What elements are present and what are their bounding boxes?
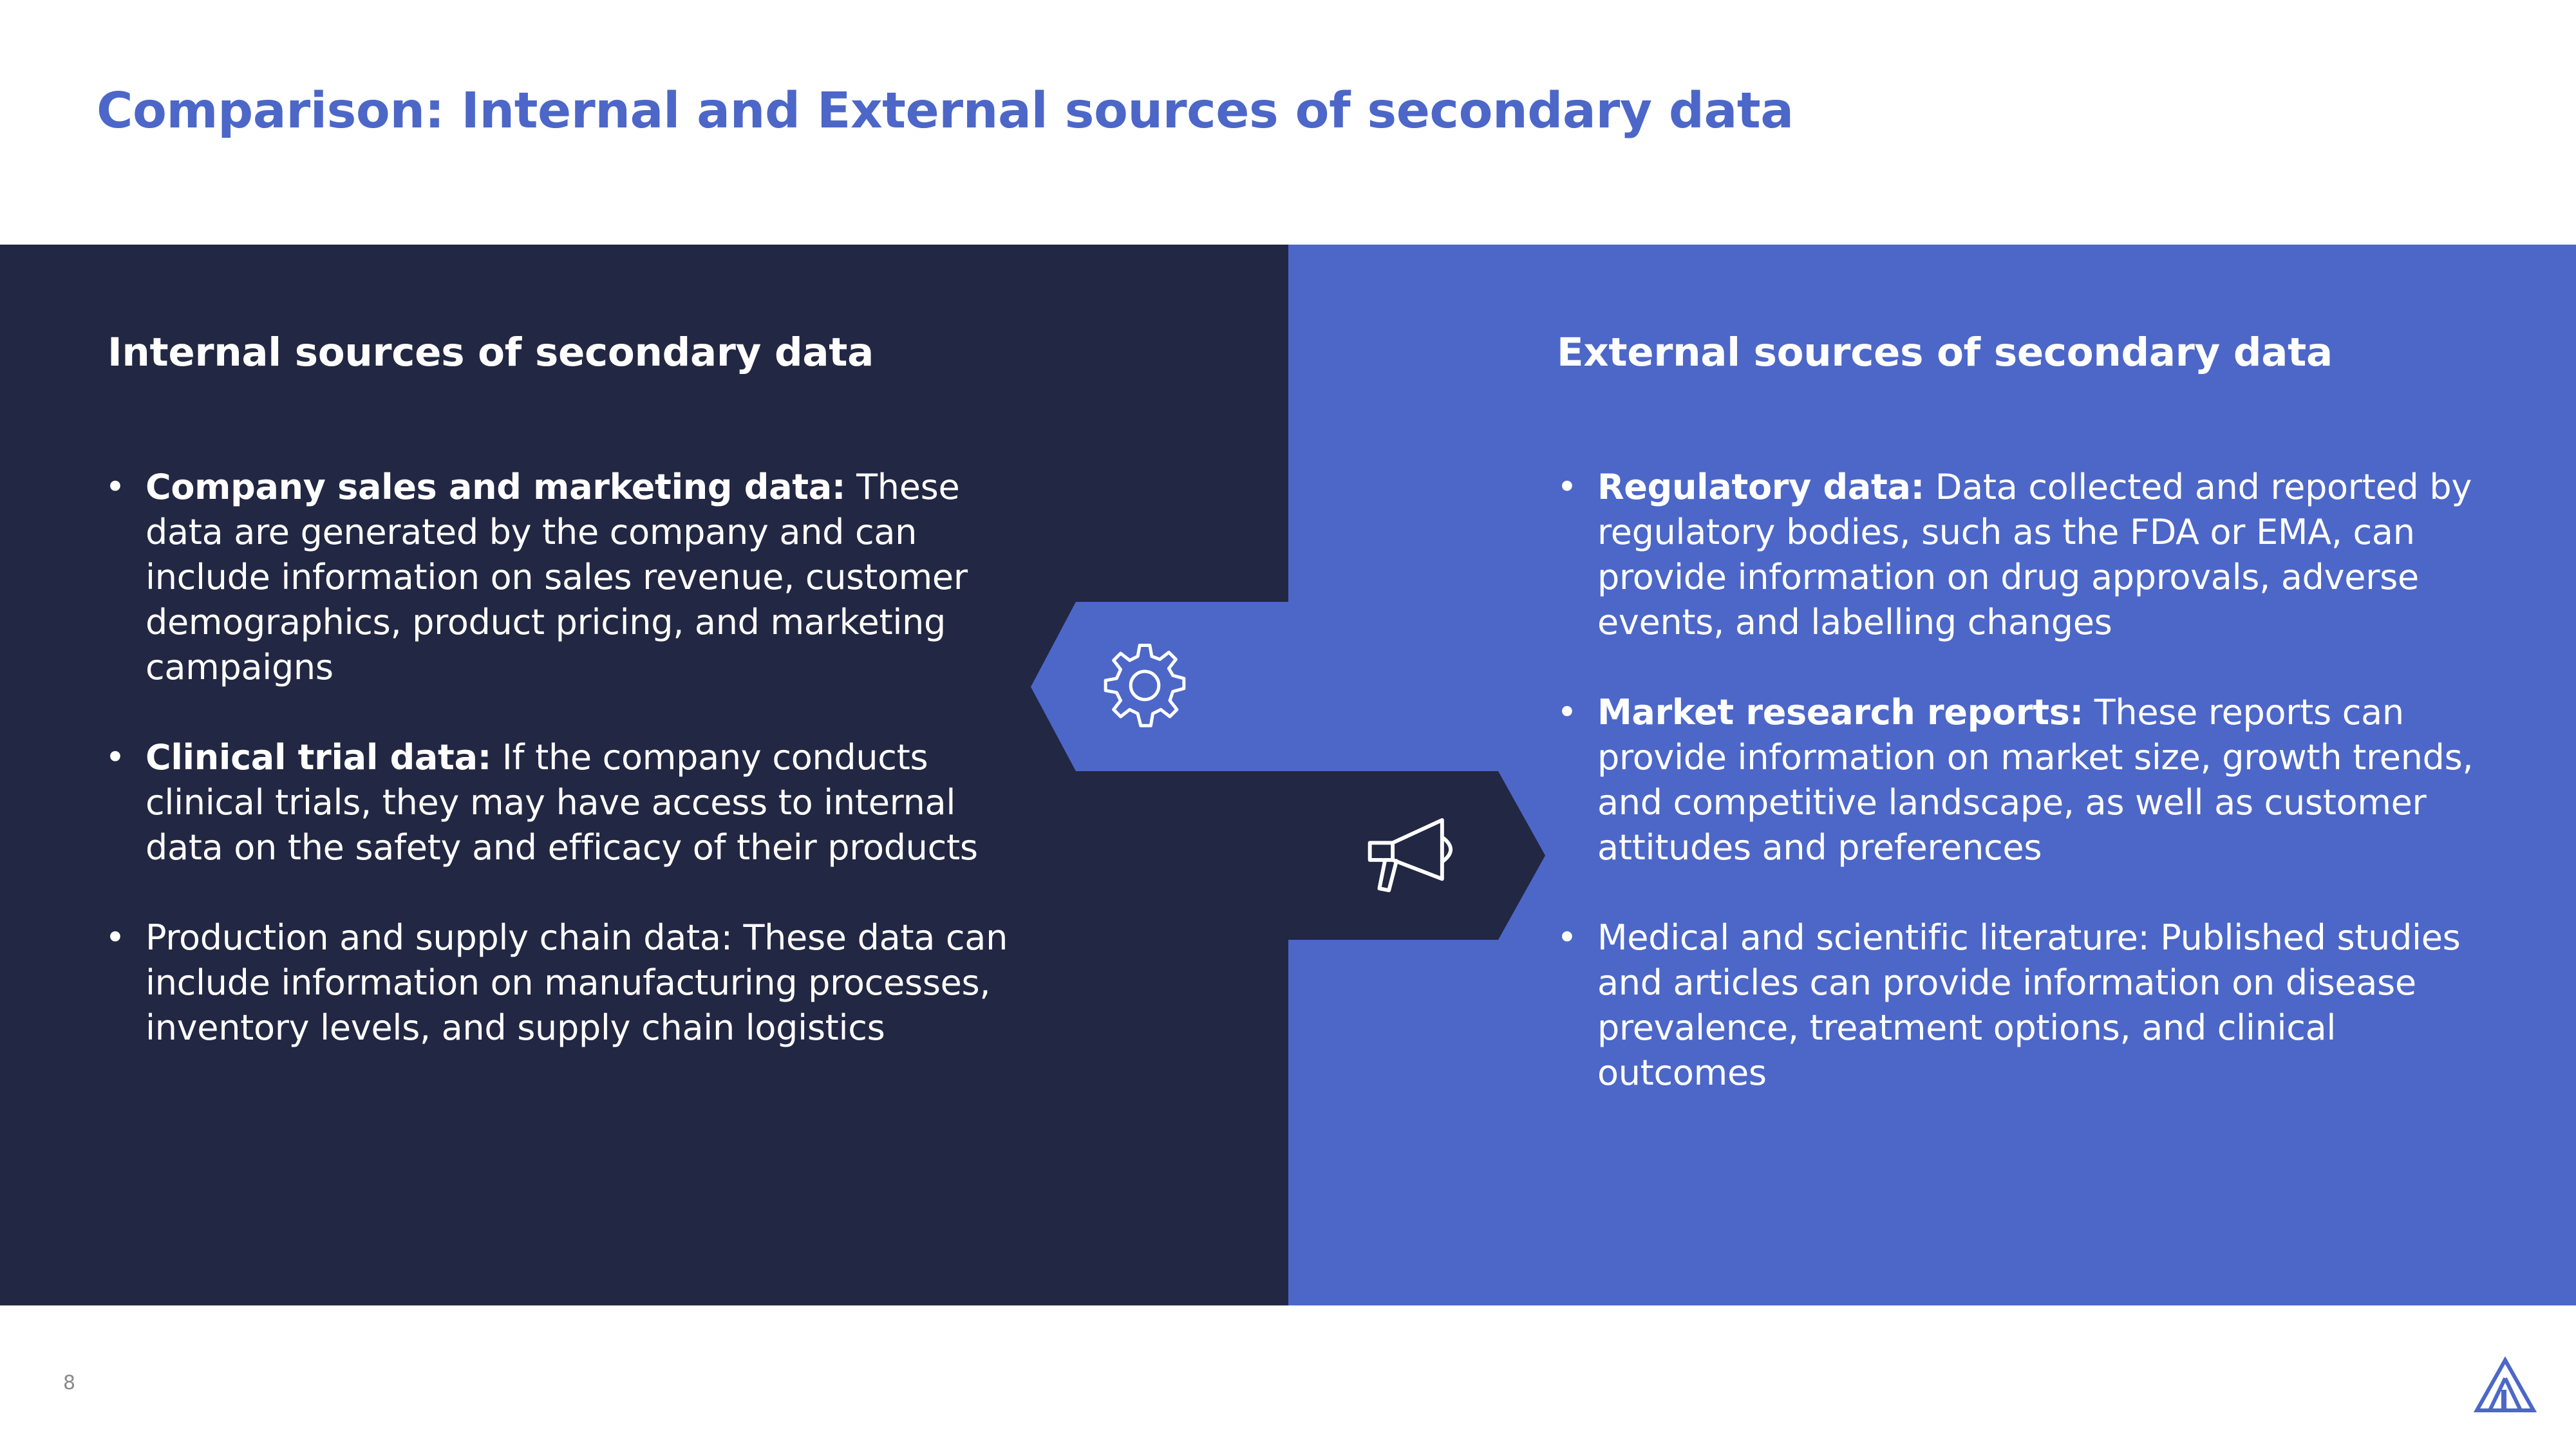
triangle-logo-icon: [2473, 1356, 2537, 1412]
internal-sources-heading: Internal sources of secondary data: [108, 330, 874, 375]
list-item: • Market research reports: These reports…: [1557, 690, 2490, 870]
bullet: •: [105, 737, 126, 778]
internal-sources-panel: [0, 245, 1288, 1305]
list-item: • Regulatory data: Data collected and re…: [1557, 465, 2490, 645]
list-item: • Medical and scientific literature: Pub…: [1557, 915, 2490, 1096]
external-sources-heading: External sources of secondary data: [1557, 330, 2333, 375]
slide-title: Comparison: Internal and External source…: [97, 82, 1794, 140]
item-label: Market research reports:: [1597, 692, 2083, 733]
bullet: •: [105, 467, 126, 507]
external-sources-panel: [1288, 245, 2576, 1305]
item-text: These reports can provide information on…: [1597, 692, 2474, 868]
external-sources-list: • Regulatory data: Data collected and re…: [1557, 465, 2490, 1141]
item-text: If the company conducts clinical trials,…: [146, 737, 978, 868]
bullet: •: [1557, 467, 1577, 507]
bullet: •: [1557, 692, 1577, 733]
bullet: •: [1557, 917, 1577, 958]
right-arrow-shape: [1288, 771, 1545, 940]
internal-sources-list: • Company sales and marketing data: Thes…: [105, 465, 1039, 1096]
list-item: • Clinical trial data: If the company co…: [105, 735, 1039, 870]
item-text: Data collected and reported by regulator…: [1597, 467, 2472, 642]
page-number: 8: [63, 1372, 76, 1394]
gear-icon: [1104, 643, 1186, 727]
item-text: These data are generated by the company …: [146, 467, 968, 687]
item-label: Regulatory data:: [1597, 467, 1924, 507]
list-item: • Company sales and marketing data: Thes…: [105, 465, 1039, 690]
item-text: Production and supply chain data: These …: [146, 917, 1008, 1048]
item-label: Company sales and marketing data:: [146, 467, 846, 507]
list-item: • Production and supply chain data: Thes…: [105, 915, 1039, 1051]
megaphone-icon: [1368, 818, 1453, 893]
item-text: Medical and scientific literature: Publi…: [1597, 917, 2461, 1093]
bullet: •: [105, 917, 126, 958]
item-label: Clinical trial data:: [146, 737, 492, 778]
